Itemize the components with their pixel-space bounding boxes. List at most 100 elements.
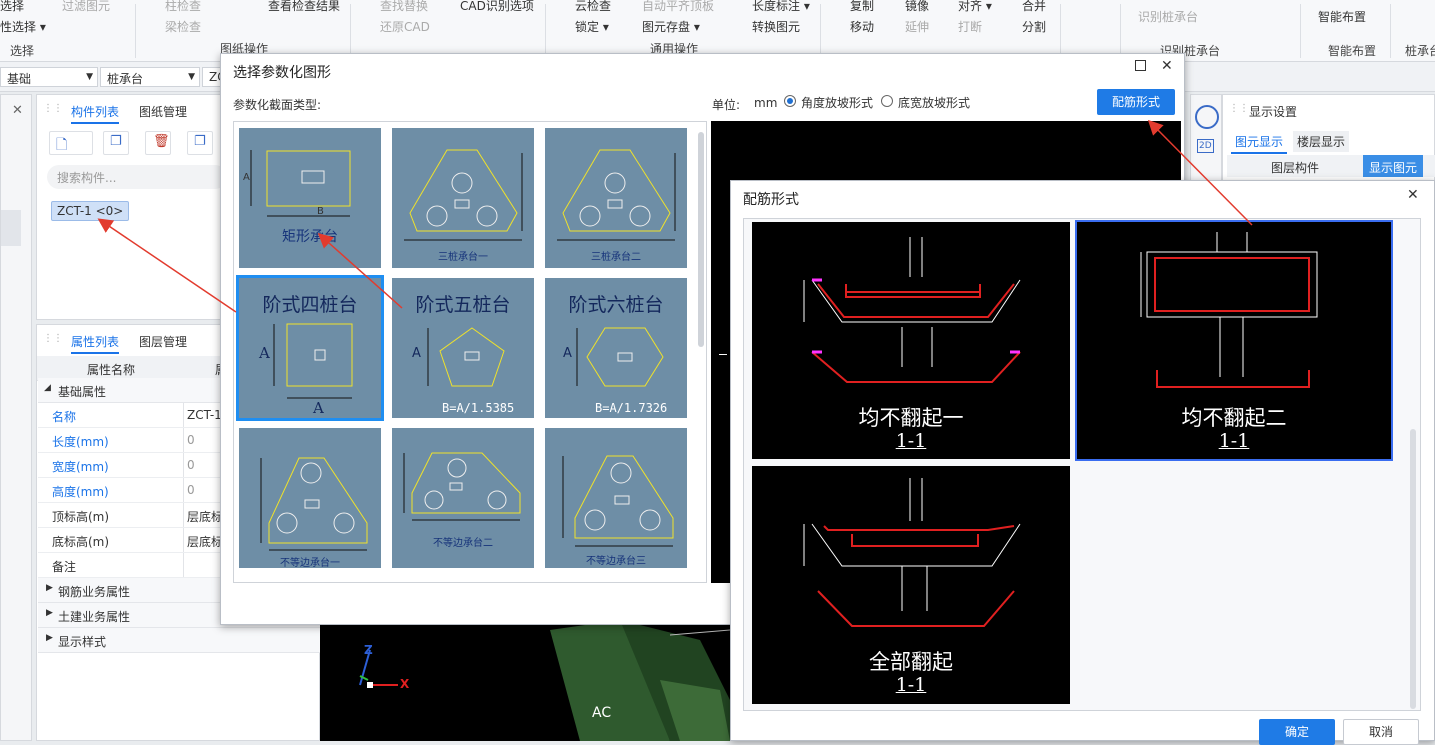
- caret-right-icon: ▶: [46, 608, 53, 618]
- confirm-button[interactable]: 确定: [1259, 719, 1335, 745]
- cloud-check-button[interactable]: 云检查: [575, 0, 612, 13]
- axis-x-label: X: [400, 677, 410, 691]
- property-row: 高度(mm)0: [38, 478, 320, 503]
- layer-copy-button[interactable]: ❐: [187, 131, 213, 155]
- drag-handle-icon[interactable]: ⋮⋮: [1229, 103, 1249, 114]
- thumb-unequal-1[interactable]: 不等边承台一: [239, 428, 381, 568]
- side-strip: ✕: [0, 94, 32, 741]
- break-button[interactable]: 打断: [958, 20, 983, 34]
- grid-label: AC: [592, 705, 612, 721]
- copy-component-button[interactable]: ❐: [103, 131, 129, 155]
- group-drawing-ops: 图纸操作: [220, 42, 269, 56]
- property-row: 备注: [38, 553, 320, 578]
- split-button[interactable]: 分割: [1022, 20, 1047, 34]
- rebar-options-area: 均不翻起一 1-1 均不翻起二 1-1: [743, 218, 1421, 711]
- tab-drawing-manage[interactable]: 图纸管理: [139, 105, 188, 119]
- merge-button[interactable]: 合并: [1022, 0, 1047, 13]
- tab-floor-display[interactable]: 楼层显示: [1293, 131, 1350, 152]
- rebar-section: 1-1: [895, 430, 927, 452]
- lock-button[interactable]: 锁定 ▾: [575, 20, 609, 34]
- chevron-down-icon: ▼: [188, 72, 195, 82]
- radio-angle[interactable]: [784, 95, 796, 107]
- extend-button[interactable]: 延伸: [905, 20, 930, 34]
- section-display[interactable]: ▶显示样式: [38, 628, 320, 653]
- drag-handle-icon[interactable]: ⋮⋮: [43, 333, 63, 344]
- component-item[interactable]: ZCT-1 <0>: [51, 201, 130, 221]
- thumb-stepped-5pile[interactable]: 阶式五桩台 A B=A/1.5385: [392, 278, 534, 418]
- rebar-option-2[interactable]: 均不翻起二 1-1: [1075, 220, 1393, 461]
- thumb-stepped-6pile[interactable]: 阶式六桩台 A B=A/1.7326: [545, 278, 687, 418]
- rebar-section: 1-1: [1218, 430, 1250, 452]
- thumb-caption: 不等边承台二: [433, 538, 493, 549]
- caret-down-icon: ◢: [44, 383, 51, 393]
- align-button[interactable]: 对齐 ▾: [958, 0, 992, 13]
- rebar-form-button[interactable]: 配筋形式: [1097, 89, 1175, 115]
- delete-component-button[interactable]: 🗑: [145, 131, 171, 155]
- axis-z-label: Z: [364, 643, 373, 657]
- view-2d-icon[interactable]: 2D: [1197, 139, 1214, 153]
- property-row: 长度(mm)0: [38, 428, 320, 453]
- property-row: 宽度(mm)0: [38, 453, 320, 478]
- tab-element-display[interactable]: 图元显示: [1231, 131, 1288, 154]
- identify-cap-button[interactable]: 识别桩承台: [1138, 10, 1199, 24]
- view-check-results-button[interactable]: 查看检查结果: [268, 0, 341, 13]
- maximize-icon[interactable]: [1135, 60, 1146, 71]
- group-common-ops: 通用操作: [650, 42, 699, 56]
- dialog-title: 配筋形式: [743, 192, 799, 208]
- search-input[interactable]: 搜索构件...: [47, 165, 227, 189]
- select-button[interactable]: 选择: [0, 0, 25, 13]
- thumb-unequal-2[interactable]: 不等边承台二: [392, 428, 534, 568]
- radio-width[interactable]: [881, 95, 893, 107]
- close-icon[interactable]: ✕: [1407, 187, 1419, 203]
- smart-layout-button[interactable]: 智能布置: [1318, 10, 1367, 24]
- thumb-rect-cap[interactable]: A B 矩形承台: [239, 128, 381, 268]
- find-replace-button[interactable]: 查找替换: [380, 0, 429, 13]
- rebar-section: 1-1: [895, 674, 927, 696]
- length-dim-button[interactable]: 长度标注 ▾: [752, 0, 810, 13]
- view-3d-icon[interactable]: [1195, 105, 1219, 129]
- tab-component-list[interactable]: 构件列表: [71, 103, 120, 124]
- convert-element-button[interactable]: 转换图元: [752, 20, 801, 34]
- close-icon[interactable]: ✕: [1161, 58, 1173, 74]
- rebar-option-3[interactable]: 全部翻起 1-1: [752, 466, 1070, 704]
- thumb-unequal-3[interactable]: 不等边承台三: [545, 428, 687, 568]
- section-type-label: 参数化截面类型:: [233, 98, 322, 112]
- type-select[interactable]: 桩承台▼: [100, 67, 200, 87]
- new-component-button[interactable]: 🗋: [49, 131, 93, 155]
- display-settings-title: 显示设置: [1249, 105, 1298, 119]
- side-item[interactable]: [1, 210, 21, 246]
- thumb-caption: 矩形承台: [282, 229, 338, 245]
- beam-check-button[interactable]: 梁检查: [165, 20, 202, 34]
- auto-align-button[interactable]: 自动平齐顶板: [642, 0, 715, 13]
- property-select-button[interactable]: 性选择 ▾: [0, 20, 46, 34]
- rebar-option-1[interactable]: 均不翻起一 1-1: [752, 222, 1070, 459]
- radio-width-label[interactable]: 底宽放坡形式: [898, 96, 971, 110]
- close-icon[interactable]: ✕: [12, 103, 23, 118]
- thumb-3pile-1[interactable]: 三桩承台一: [392, 128, 534, 268]
- new-file-icon: 🗋: [56, 137, 68, 153]
- copy-button[interactable]: 复制: [850, 0, 875, 13]
- dialog-title: 选择参数化图形: [233, 65, 331, 81]
- filter-button[interactable]: 过滤图元: [62, 0, 111, 13]
- cancel-button[interactable]: 取消: [1343, 719, 1419, 745]
- restore-cad-button[interactable]: 还原CAD: [380, 20, 430, 34]
- thumb-3pile-2[interactable]: 三桩承台二: [545, 128, 687, 268]
- column-check-button[interactable]: 柱检查: [165, 0, 202, 13]
- scrollbar[interactable]: [1410, 429, 1416, 709]
- mirror-button[interactable]: 镜像: [905, 0, 930, 13]
- property-row: 底标高(m)层底标: [38, 528, 320, 553]
- layer-select[interactable]: 基础▼: [0, 67, 98, 87]
- group-select: 选择: [10, 44, 35, 58]
- tab-layer-manage[interactable]: 图层管理: [139, 335, 188, 349]
- thumb-stepped-4pile[interactable]: 阶式四桩台 A A: [236, 275, 384, 421]
- radio-angle-label[interactable]: 角度放坡形式: [801, 96, 874, 110]
- cad-options-button[interactable]: CAD识别选项: [460, 0, 534, 13]
- group-smart: 智能布置: [1328, 44, 1377, 58]
- rebar-caption: 均不翻起一: [858, 406, 964, 430]
- tab-property-list[interactable]: 属性列表: [71, 333, 120, 354]
- drag-handle-icon[interactable]: ⋮⋮: [43, 103, 63, 114]
- scrollbar[interactable]: [698, 132, 704, 347]
- save-element-button[interactable]: 图元存盘 ▾: [642, 20, 700, 34]
- move-button[interactable]: 移动: [850, 20, 875, 34]
